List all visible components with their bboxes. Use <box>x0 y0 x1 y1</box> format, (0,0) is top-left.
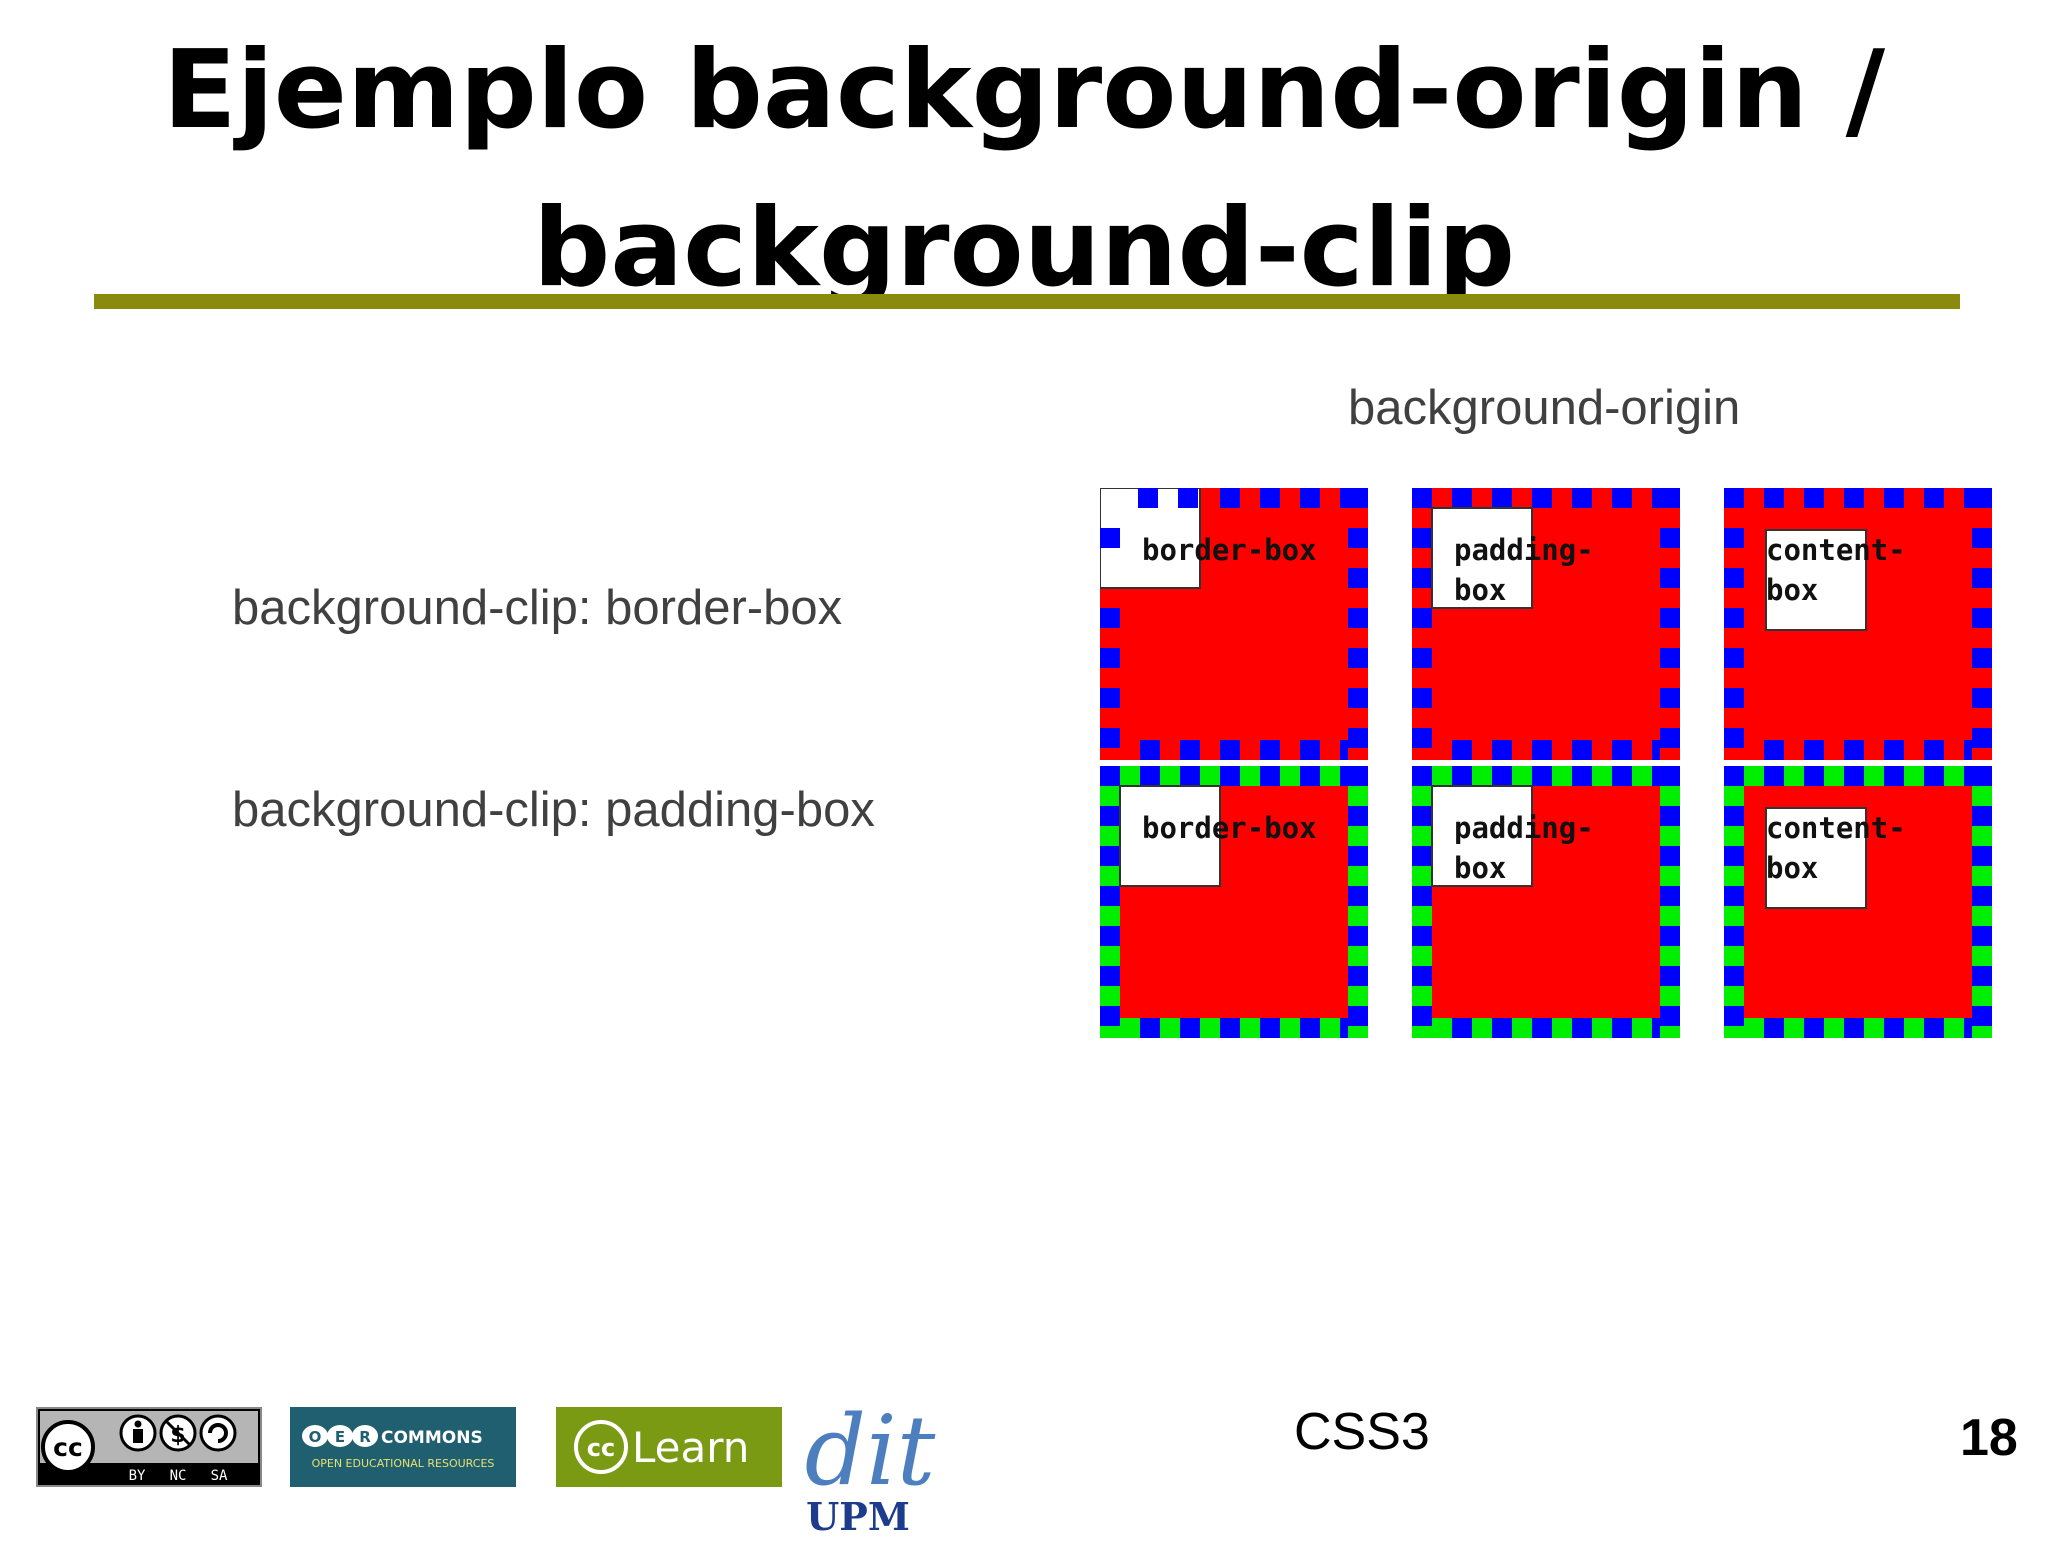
svg-text:R: R <box>359 1428 371 1446</box>
clip-row-label-border-box: background-clip: border-box <box>232 581 843 635</box>
cc-by-nc-sa-logo[interactable]: cc $ BY NC SA <box>36 1407 262 1487</box>
demo-box-padding-box-border-box: border-box <box>1100 766 1368 1038</box>
demo-box-padding-box-content-box: content- box <box>1724 766 1992 1038</box>
demo-box-border-box-padding-box: padding- box <box>1412 488 1680 760</box>
clip-row-label-padding-box: background-clip: padding-box <box>232 783 875 837</box>
svg-text:UPM: UPM <box>806 1494 910 1536</box>
title-underline <box>94 294 1960 309</box>
svg-text:SA: SA <box>211 1468 228 1484</box>
title-line-2: background-clip <box>532 186 1516 311</box>
demo-box-border-box-content-box: content- box <box>1724 488 1992 760</box>
demo-box-label: content- box <box>1766 533 1906 607</box>
title-line-1: Ejemplo background-origin / <box>162 28 1886 153</box>
background-image-tile <box>1119 785 1221 887</box>
footer-topic: CSS3 <box>1294 1403 1430 1461</box>
demo-box-border-box-border-box: border-box <box>1100 488 1368 760</box>
background-image-tile <box>1431 785 1533 887</box>
oer-r-icon <box>352 1425 378 1447</box>
cc-learn-logo[interactable]: cc Learn <box>556 1407 782 1487</box>
svg-text:cc: cc <box>587 1434 615 1462</box>
background-image-tile <box>1765 529 1867 631</box>
background-origin-label: background-origin <box>1348 381 1741 435</box>
svg-text:COMMONS: COMMONS <box>381 1428 483 1448</box>
demo-box-label: border-box <box>1142 811 1317 845</box>
cc-circle-icon <box>574 1420 628 1474</box>
svg-text:O: O <box>309 1428 322 1446</box>
demo-box-label: padding- box <box>1454 533 1594 607</box>
background-image-tile <box>1431 507 1533 609</box>
dit-upm-logo[interactable]: dit UPM <box>796 1395 944 1539</box>
svg-text:dit: dit <box>805 1406 936 1507</box>
svg-text:E: E <box>335 1428 345 1446</box>
oer-e-icon <box>327 1425 353 1447</box>
oer-commons-logo[interactable]: O E R COMMONS OPEN EDUCATIONAL RESOURCES <box>290 1407 516 1487</box>
background-image-tile <box>1765 807 1867 909</box>
demo-box-label: padding- box <box>1454 811 1594 885</box>
svg-text:OPEN EDUCATIONAL RESOURCES: OPEN EDUCATIONAL RESOURCES <box>312 1457 495 1470</box>
demo-box-label: border-box <box>1142 533 1317 567</box>
sharealike-icon <box>199 1414 237 1452</box>
demo-box-padding-box-padding-box: padding- box <box>1412 766 1680 1038</box>
page-number: 18 <box>1960 1409 2018 1467</box>
svg-text:cc: cc <box>53 1433 83 1462</box>
demo-box-label: content- box <box>1766 811 1906 885</box>
svg-text:Learn: Learn <box>632 1423 749 1472</box>
svg-text:BY: BY <box>129 1468 146 1484</box>
cc-icon <box>41 1420 95 1474</box>
svg-text:NC: NC <box>170 1468 187 1484</box>
slide-title: Ejemplo background-origin / background-c… <box>94 12 1954 328</box>
oer-o-icon <box>302 1425 328 1447</box>
